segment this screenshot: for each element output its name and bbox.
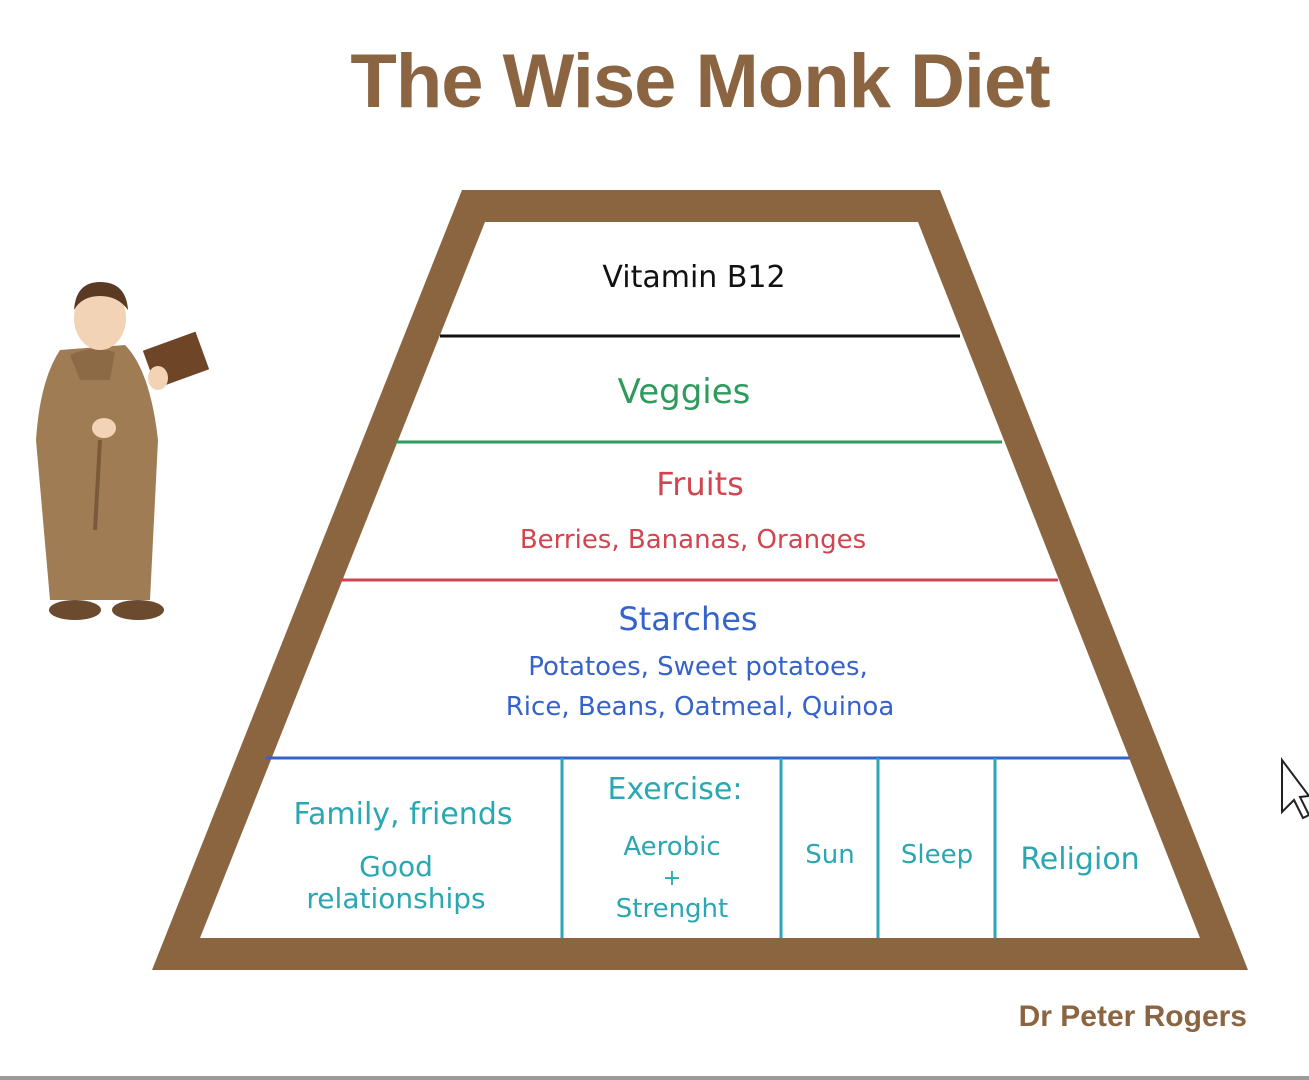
level-starches-items-1: Potatoes, Sweet potatoes, — [528, 652, 868, 682]
window-bottom-edge — [0, 1076, 1309, 1080]
base-religion: Religion — [1020, 842, 1140, 877]
base-family-line2: relationships — [306, 882, 486, 915]
base-sun: Sun — [805, 840, 855, 870]
base-sleep: Sleep — [900, 840, 974, 870]
level-vitamin-b12: Vitamin B12 — [602, 260, 786, 295]
base-exercise-title: Exercise: — [607, 772, 743, 807]
base-family-line1: Good — [359, 850, 433, 883]
level-veggies: Veggies — [617, 372, 751, 412]
base-exercise-line2: Strenght — [615, 894, 729, 924]
page-title: The Wise Monk Diet — [350, 39, 1050, 124]
monk-illustration — [36, 282, 210, 620]
mouse-cursor-icon — [1281, 757, 1309, 820]
level-fruits-items: Berries, Bananas, Oranges — [519, 525, 867, 555]
base-exercise-line1: Aerobic — [623, 832, 721, 862]
base-family-title: Family, friends — [293, 797, 513, 832]
base-exercise-plus: + — [662, 866, 682, 891]
level-fruits-title: Fruits — [656, 465, 744, 503]
level-starches-title: Starches — [618, 600, 758, 638]
author-credit: Dr Peter Rogers — [1018, 1000, 1247, 1033]
level-starches-items-2: Rice, Beans, Oatmeal, Quinoa — [505, 692, 895, 722]
